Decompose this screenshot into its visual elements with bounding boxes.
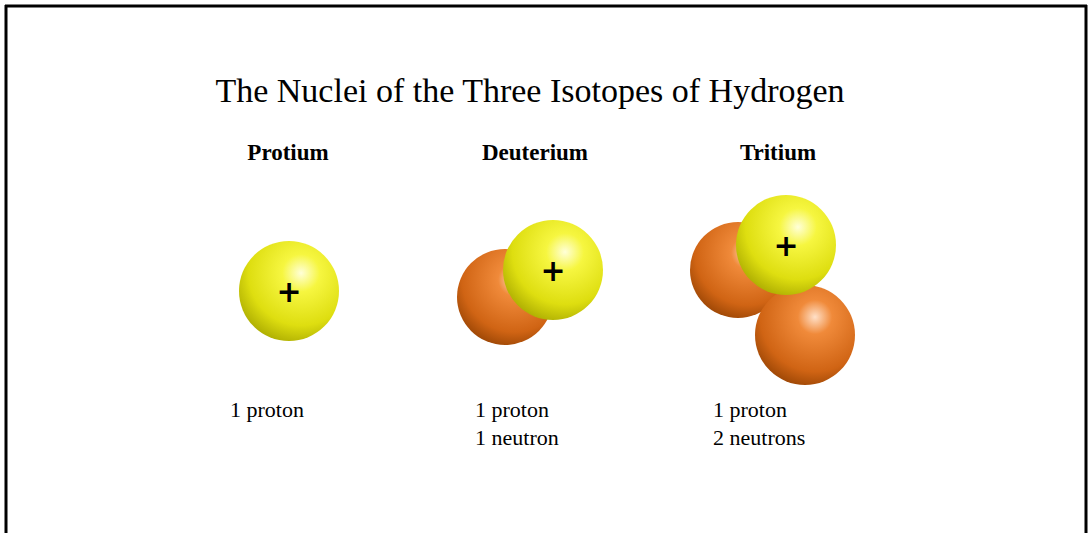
frame-line	[5, 5, 1087, 8]
charge-sign: +	[239, 241, 339, 341]
particle-count: 1 proton	[713, 397, 787, 423]
particle-count: 1 proton	[230, 397, 304, 423]
particle-count: 1 neutron	[475, 425, 559, 451]
frame-line	[5, 5, 8, 533]
frame-line	[1085, 5, 1088, 533]
isotope-name: Tritium	[740, 140, 816, 166]
proton-circle	[503, 220, 603, 320]
neutron-sphere	[755, 285, 855, 385]
proton-circle	[239, 241, 339, 341]
proton-sphere: +	[239, 241, 339, 341]
diagram-title: The Nuclei of the Three Isotopes of Hydr…	[215, 72, 844, 110]
charge-sign: +	[736, 195, 836, 295]
isotope-name: Protium	[247, 140, 328, 166]
charge-sign: +	[503, 220, 603, 320]
proton-sphere: +	[503, 220, 603, 320]
isotope-name: Deuterium	[482, 140, 588, 166]
particle-count: 2 neutrons	[713, 425, 805, 451]
proton-circle	[736, 195, 836, 295]
particle-count: 1 proton	[475, 397, 549, 423]
proton-sphere: +	[736, 195, 836, 295]
